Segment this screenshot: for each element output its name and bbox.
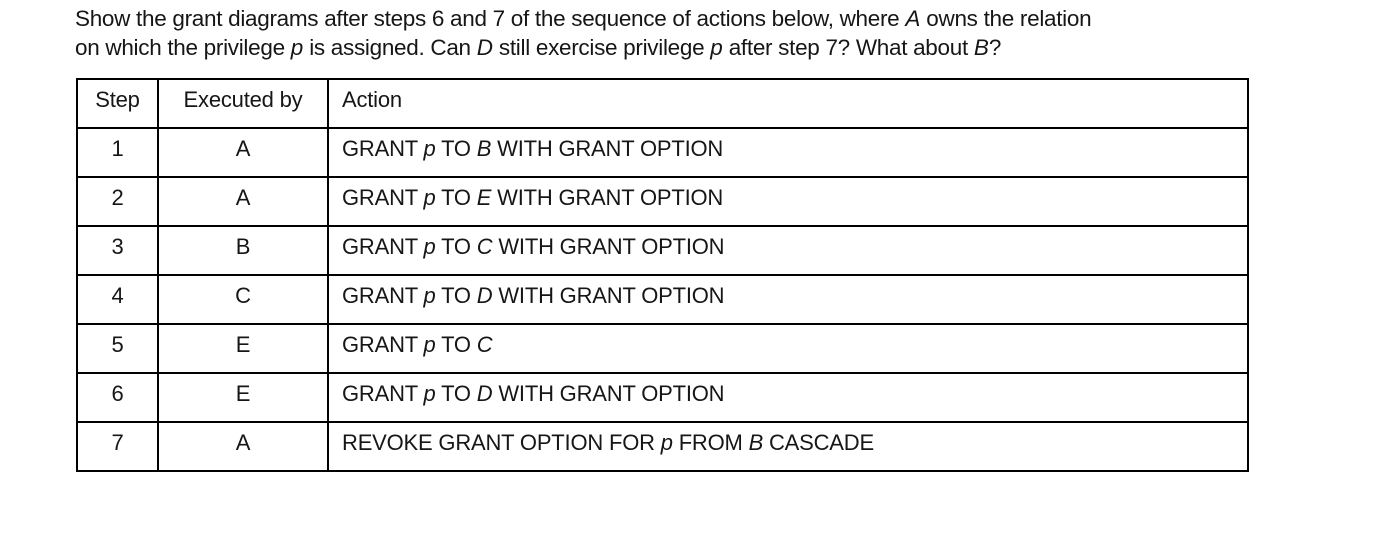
- italic-term: p: [290, 35, 304, 60]
- italic-term: p: [660, 430, 673, 455]
- text-run: TO: [435, 381, 477, 406]
- text-run: TO: [435, 234, 477, 259]
- text-run: FROM: [672, 430, 749, 455]
- table-head: Step Executed by Action: [76, 78, 1249, 129]
- italic-term: B: [748, 430, 764, 455]
- text-run: TO: [435, 283, 477, 308]
- text-run: WITH GRANT OPTION: [491, 185, 724, 210]
- text-run: GRANT: [342, 234, 424, 259]
- text-run: REVOKE GRANT OPTION FOR: [342, 430, 661, 455]
- cell-step: 4: [76, 274, 159, 325]
- italic-term: B: [476, 136, 492, 161]
- cell-action: GRANT p TO C: [327, 323, 1249, 374]
- italic-term: p: [710, 35, 723, 60]
- cell-step: 5: [76, 323, 159, 374]
- text-run: GRANT: [342, 185, 424, 210]
- text-run: is assigned. Can: [303, 35, 477, 60]
- italic-term: p: [423, 234, 436, 259]
- text-run: TO: [435, 332, 477, 357]
- header-executed-by: Executed by: [157, 78, 329, 129]
- text-run: TO: [435, 136, 477, 161]
- cell-executed-by: B: [157, 225, 329, 276]
- table-header-row: Step Executed by Action: [76, 78, 1249, 129]
- cell-step: 6: [76, 372, 159, 423]
- italic-term: D: [476, 35, 493, 60]
- cell-step: 2: [76, 176, 159, 227]
- italic-term: D: [476, 283, 493, 308]
- italic-term: E: [476, 185, 492, 210]
- italic-term: D: [476, 381, 493, 406]
- cell-step: 7: [76, 421, 159, 472]
- text-run: WITH GRANT OPTION: [491, 136, 724, 161]
- cell-action: GRANT p TO D WITH GRANT OPTION: [327, 274, 1249, 325]
- cell-executed-by: A: [157, 421, 329, 472]
- cell-executed-by: A: [157, 176, 329, 227]
- italic-term: p: [423, 185, 436, 210]
- text-run: Show the grant diagrams after steps 6 an…: [75, 6, 906, 31]
- question-text: Show the grant diagrams after steps 6 an…: [75, 4, 1295, 62]
- cell-action: GRANT p TO C WITH GRANT OPTION: [327, 225, 1249, 276]
- cell-action: GRANT p TO B WITH GRANT OPTION: [327, 127, 1249, 178]
- text-run: on which the privilege: [75, 35, 291, 60]
- italic-term: C: [476, 332, 493, 357]
- cell-executed-by: E: [157, 323, 329, 374]
- italic-term: p: [423, 381, 436, 406]
- cell-step: 1: [76, 127, 159, 178]
- cell-executed-by: C: [157, 274, 329, 325]
- text-run: WITH GRANT OPTION: [492, 381, 725, 406]
- header-action: Action: [327, 78, 1249, 129]
- italic-term: p: [423, 283, 436, 308]
- cell-action: GRANT p TO E WITH GRANT OPTION: [327, 176, 1249, 227]
- text-run: TO: [435, 185, 477, 210]
- question-line-2: on which the privilege p is assigned. Ca…: [75, 33, 1295, 62]
- cell-executed-by: A: [157, 127, 329, 178]
- text-run: still exercise privilege: [492, 35, 711, 60]
- text-run: ?: [988, 35, 1002, 60]
- text-run: after step 7? What about: [722, 35, 974, 60]
- text-run: GRANT: [342, 332, 424, 357]
- italic-term: B: [973, 35, 989, 60]
- header-step: Step: [76, 78, 159, 129]
- question-line-1: Show the grant diagrams after steps 6 an…: [75, 4, 1295, 33]
- cell-step: 3: [76, 225, 159, 276]
- cell-action: GRANT p TO D WITH GRANT OPTION: [327, 372, 1249, 423]
- text-run: GRANT: [342, 381, 424, 406]
- cell-action: REVOKE GRANT OPTION FOR p FROM B CASCADE: [327, 421, 1249, 472]
- text-run: owns the relation: [920, 6, 1092, 31]
- cell-executed-by: E: [157, 372, 329, 423]
- text-run: WITH GRANT OPTION: [492, 234, 725, 259]
- text-run: WITH GRANT OPTION: [492, 283, 725, 308]
- italic-term: p: [423, 332, 436, 357]
- italic-term: C: [476, 234, 493, 259]
- text-run: GRANT: [342, 283, 424, 308]
- text-run: CASCADE: [763, 430, 874, 455]
- text-run: GRANT: [342, 136, 424, 161]
- italic-term: p: [423, 136, 436, 161]
- italic-term: A: [905, 6, 921, 31]
